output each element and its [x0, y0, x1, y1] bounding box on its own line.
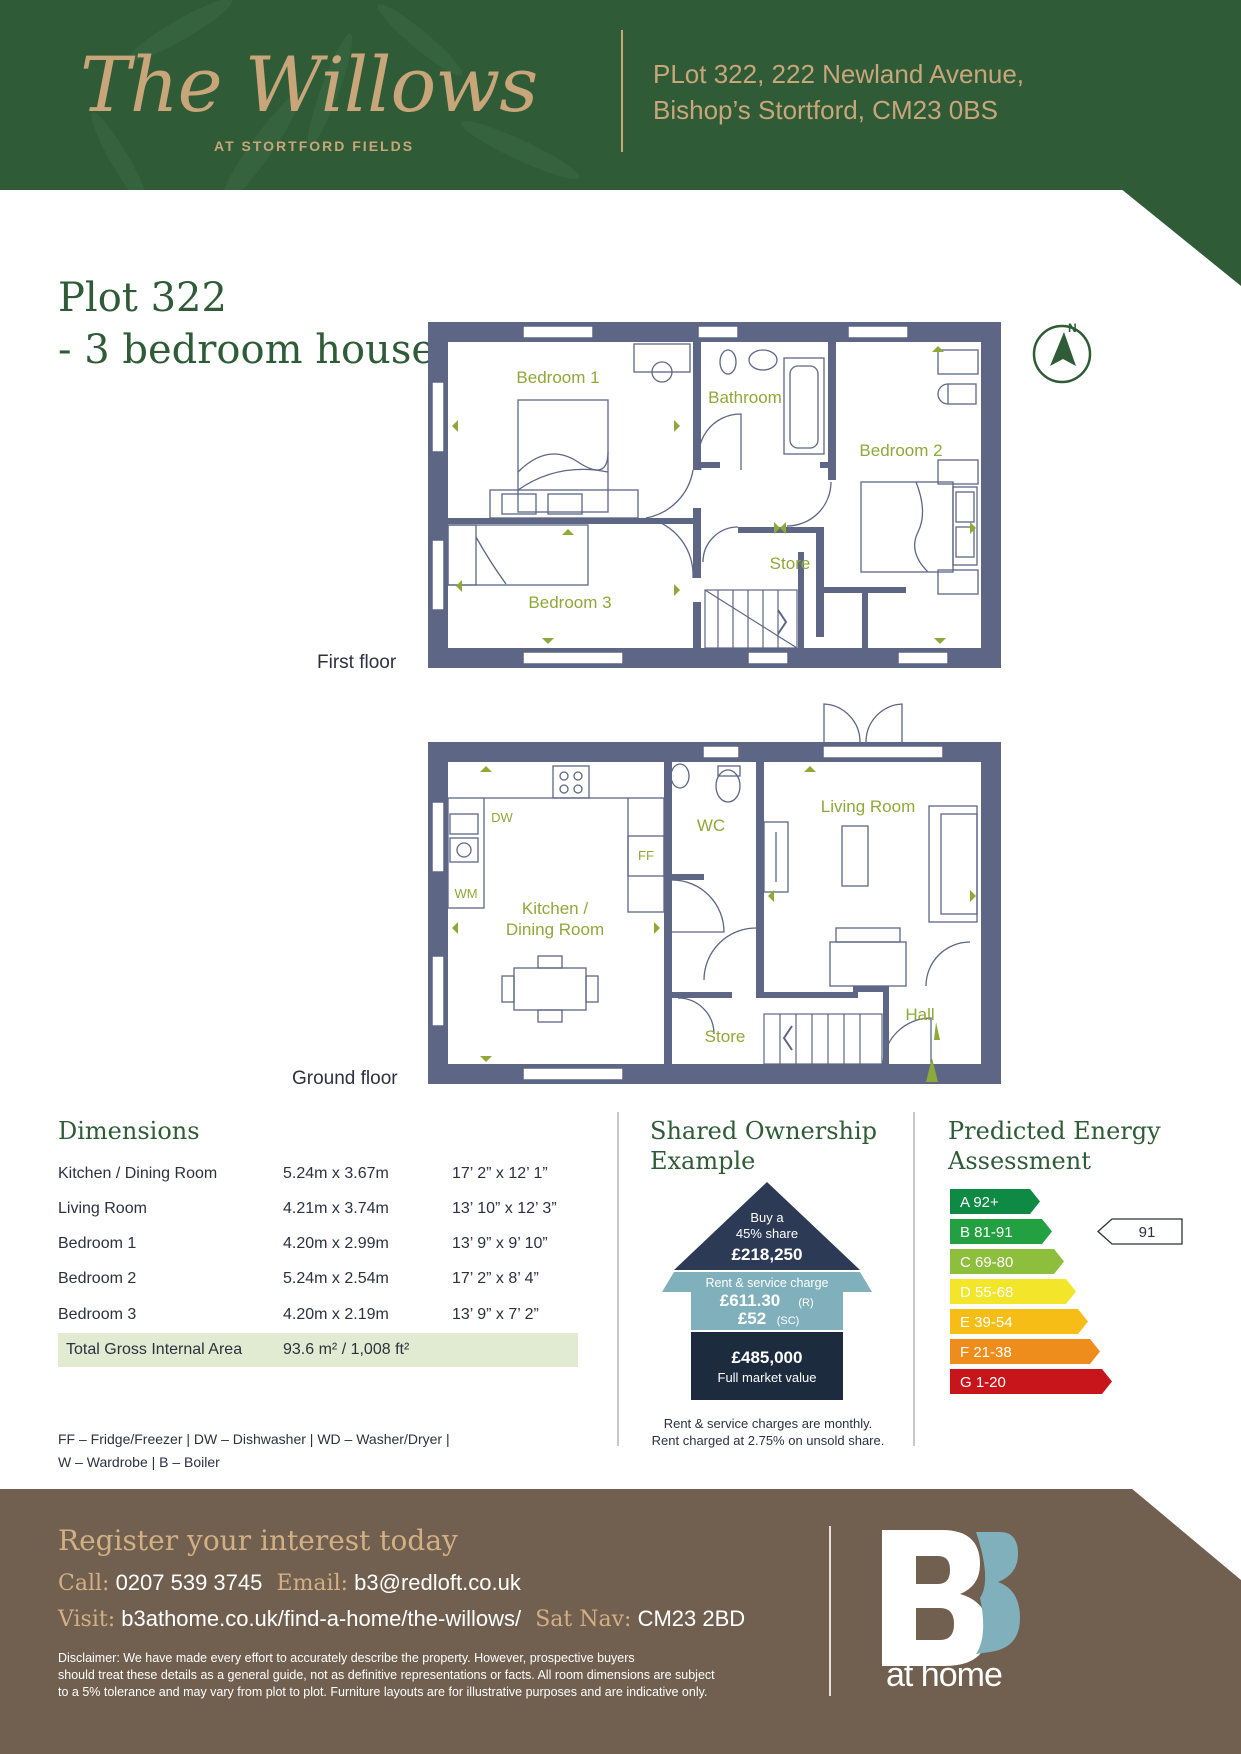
plot-title: Plot 322 - 3 bedroom house	[58, 272, 435, 376]
so-market-value: £485,000	[732, 1348, 803, 1367]
so-rent-amount: £611.30	[720, 1291, 781, 1310]
dimension-row: Living Room 4.21m x 3.74m 13’ 10” x 12’ …	[58, 1200, 557, 1217]
room-label-store: Store	[770, 554, 811, 573]
energy-band	[950, 1189, 1040, 1214]
energy-band-label: B 81-91	[960, 1224, 1013, 1241]
label-ff: FF	[638, 848, 654, 863]
energy-band	[950, 1369, 1112, 1394]
dimension-row: Bedroom 1 4.20m x 2.99m 13’ 9” x 9’ 10”	[58, 1235, 548, 1252]
satnav-postcode: CM23 2BD	[637, 1606, 746, 1631]
header-divider	[621, 30, 623, 152]
so-sc-amount: £52	[738, 1309, 766, 1328]
leaf-pattern	[91, 0, 580, 190]
property-address: PLot 322, 222 Newland Avenue, Bishop’s S…	[653, 56, 1024, 128]
energy-band-label: E 39-54	[960, 1314, 1013, 1331]
energy-band	[950, 1249, 1064, 1274]
abbreviation-key: FF – Fridge/Freezer | DW – Dishwasher | …	[58, 1431, 450, 1470]
energy-rating-chart: A 92+ B 81-91 C 69-80 D 55-68 E 39-54 F 21-38…	[950, 1189, 1183, 1394]
total-area-value: 93.6 m² / 1,008 ft²	[283, 1341, 410, 1358]
energy-band-label: G 1-20	[960, 1374, 1006, 1391]
contact-line-1: Call: 0207 539 3745 Email: b3@redloft.co…	[58, 1570, 521, 1596]
footer	[0, 1489, 1241, 1754]
energy-band	[950, 1219, 1052, 1244]
so-buy-label: Buy a	[750, 1210, 784, 1225]
room-label-kitchen-2: Dining Room	[506, 920, 604, 939]
room-label-living-room: Living Room	[821, 797, 916, 816]
compass-n-label: N	[1068, 321, 1077, 335]
call-label: Call:	[58, 1571, 110, 1596]
energy-band-label: C 69-80	[960, 1254, 1013, 1271]
so-share-price: £218,250	[732, 1245, 803, 1264]
shared-ownership-title: Shared Ownership Example	[650, 1117, 878, 1175]
register-title: Register your interest today	[58, 1524, 458, 1557]
dimension-row: Bedroom 2 5.24m x 2.54m 17’ 2” x 8’ 4”	[58, 1270, 539, 1287]
first-floor-label: First floor	[317, 652, 397, 673]
room-label-bedroom-3: Bedroom 3	[528, 593, 611, 612]
ground-floor-label: Ground floor	[292, 1068, 398, 1089]
dimension-row: Bedroom 3 4.20m x 2.19m 13’ 9” x 7’ 2”	[58, 1306, 539, 1323]
energy-band	[950, 1309, 1088, 1334]
brand-title: The Willows	[80, 40, 538, 129]
header-corner-wedge	[1120, 188, 1241, 286]
disclaimer: Disclaimer: We have made every effort to…	[58, 1651, 715, 1699]
b3-at-home-logo: at home	[880, 1528, 1020, 1694]
brand-subtitle: AT STORTFORD FIELDS	[214, 138, 415, 154]
energy-band-label: F 21-38	[960, 1344, 1012, 1361]
email-label: Email:	[276, 1571, 349, 1596]
footer-divider	[829, 1526, 831, 1696]
energy-title: Predicted Energy Assessment	[948, 1117, 1161, 1175]
energy-band	[950, 1279, 1076, 1304]
so-rent-suffix: (R)	[798, 1297, 813, 1309]
dimension-row: Kitchen / Dining Room 5.24m x 3.67m 17’ …	[58, 1165, 548, 1182]
total-area-label: Total Gross Internal Area	[66, 1341, 243, 1358]
shared-ownership-graphic: Buy a 45% share £218,250 Rent & service …	[662, 1182, 872, 1400]
so-note: Rent & service charges are monthly. Rent…	[651, 1416, 885, 1448]
contact-line-2: Visit: b3athome.co.uk/find-a-home/the-wi…	[58, 1606, 745, 1632]
room-label-bedroom-1: Bedroom 1	[516, 368, 599, 387]
plot-number: Plot 322	[58, 275, 227, 321]
email-link[interactable]: b3@redloft.co.uk	[354, 1570, 521, 1595]
energy-band-label: A 92+	[960, 1194, 999, 1211]
so-share-label: 45% share	[736, 1226, 798, 1241]
footer-corner-wedge	[1131, 1488, 1241, 1580]
energy-band-label: D 55-68	[960, 1284, 1013, 1301]
b3-logo-mark: at home	[882, 1530, 1020, 1694]
dimensions-title: Dimensions	[58, 1117, 200, 1145]
section-divider	[617, 1112, 619, 1446]
energy-rating-value: 91	[1139, 1224, 1156, 1241]
north-compass-icon: N	[1032, 321, 1092, 384]
address-line-1: PLot 322, 222 Newland Avenue,	[653, 59, 1025, 89]
address-line-2: Bishop’s Stortford, CM23 0BS	[653, 95, 998, 125]
room-label-wc: WC	[697, 816, 725, 835]
label-wm: WM	[454, 886, 477, 901]
visit-label: Visit:	[58, 1607, 116, 1632]
room-label-hall: Hall	[905, 1005, 934, 1024]
energy-rating-marker	[1097, 1218, 1183, 1245]
website-link[interactable]: b3athome.co.uk/find-a-home/the-willows/	[121, 1606, 522, 1631]
phone-number[interactable]: 0207 539 3745	[115, 1570, 263, 1595]
label-dw: DW	[491, 810, 513, 825]
logo-text: at home	[886, 1656, 1002, 1688]
house-type: - 3 bedroom house	[58, 327, 436, 373]
room-label-bathroom: Bathroom	[708, 388, 782, 407]
room-label-store: Store	[705, 1027, 746, 1046]
so-market-label: Full market value	[718, 1370, 817, 1385]
so-rent-label: Rent & service charge	[706, 1276, 829, 1290]
so-sc-suffix: (SC)	[777, 1315, 800, 1327]
first-floor-plan: Bedroom 1 Bathroom Bedroom 2 Store Bedro…	[428, 322, 1001, 668]
section-divider	[913, 1112, 915, 1446]
satnav-label: Sat Nav:	[535, 1607, 632, 1632]
energy-band	[950, 1339, 1100, 1364]
header-banner	[0, 0, 1241, 190]
total-area-row: Total Gross Internal Area 93.6 m² / 1,00…	[58, 1333, 578, 1367]
room-label-kitchen-1: Kitchen /	[522, 899, 588, 918]
ground-floor-plan: DW FF WM WC Living Room Kitchen / Dining…	[428, 703, 1001, 1084]
room-label-bedroom-2: Bedroom 2	[859, 441, 942, 460]
